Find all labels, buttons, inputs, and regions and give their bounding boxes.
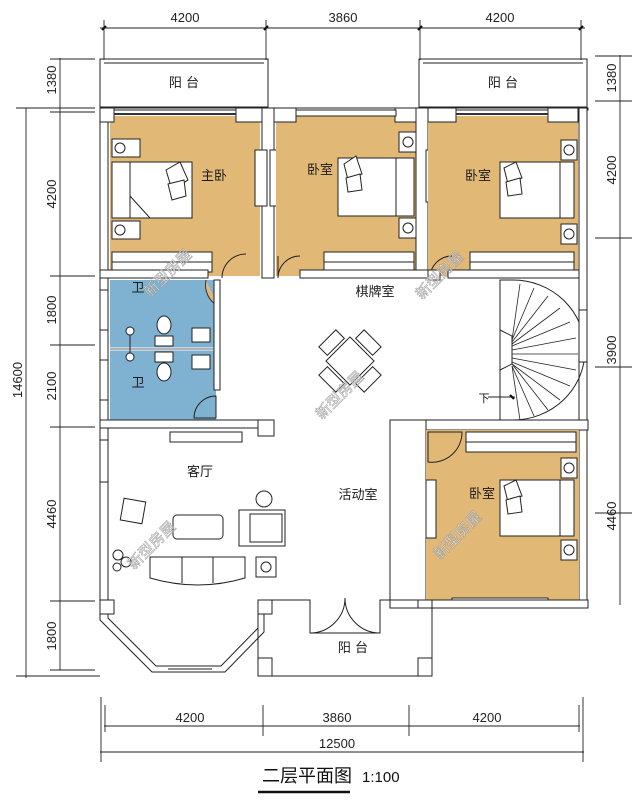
dim-left-1: 1380 bbox=[44, 66, 59, 95]
activity-room-label: 活动室 bbox=[338, 487, 377, 503]
bathrooms: 卫 卫 bbox=[99, 279, 219, 426]
living-room: 客厅 bbox=[99, 431, 286, 673]
master-bedroom-label: 主卧 bbox=[201, 169, 227, 184]
balcony-top-left-label: 阳 台 bbox=[169, 76, 199, 91]
bathroom-1-label: 卫 bbox=[131, 281, 144, 296]
dim-left-2: 4200 bbox=[44, 180, 59, 209]
drawing-scale: 1:100 bbox=[362, 769, 400, 786]
top-dimension-chain: 4200 3860 4200 bbox=[100, 10, 585, 60]
card-room-label: 棋牌室 bbox=[355, 284, 394, 300]
balcony-top-right-label: 阳 台 bbox=[488, 76, 518, 91]
bedroom-2-label: 卧室 bbox=[307, 162, 333, 178]
bottom-dimension-chain: 4200 3860 4200 12500 bbox=[100, 697, 584, 762]
bedroom-4: 卧室 bbox=[425, 430, 579, 605]
bathroom-2-label: 卫 bbox=[131, 376, 144, 391]
activity-room: 活动室 bbox=[338, 487, 377, 503]
dim-left-3: 1800 bbox=[44, 296, 59, 325]
card-room: 棋牌室 bbox=[318, 284, 395, 393]
dim-left-4: 2100 bbox=[44, 372, 59, 401]
balcony-top-right: 阳 台 bbox=[418, 58, 588, 108]
dim-top-1: 4200 bbox=[171, 10, 200, 25]
stair-direction-label: 下 bbox=[479, 392, 490, 405]
master-bedroom: 主卧 bbox=[99, 107, 265, 279]
dim-right-1: 1380 bbox=[604, 64, 619, 93]
dim-right-3: 3900 bbox=[604, 336, 619, 365]
dim-right-4: 4460 bbox=[604, 502, 619, 531]
bedroom-2: 卧室 bbox=[273, 107, 420, 279]
right-dimension-chain: 1380 4200 3900 4460 bbox=[595, 55, 632, 605]
balcony-bottom-label: 阳 台 bbox=[338, 641, 368, 656]
plant-icon bbox=[112, 549, 132, 572]
dim-top-2: 3860 bbox=[329, 10, 358, 25]
bedroom-4-label: 卧室 bbox=[469, 486, 495, 502]
balcony-top-left: 阳 台 bbox=[99, 58, 269, 108]
dim-left-total: 14600 bbox=[10, 362, 25, 398]
dim-top-3: 4200 bbox=[486, 10, 515, 25]
card-table bbox=[318, 329, 382, 393]
dim-bottom-1: 4200 bbox=[176, 710, 205, 725]
left-dimension-chain: 1380 4200 1800 2100 4460 1800 14600 bbox=[10, 58, 100, 678]
drawing-title: 二层平面图 1:100 bbox=[258, 766, 400, 794]
spiral-stair: 下 bbox=[427, 269, 588, 421]
living-room-label: 客厅 bbox=[187, 464, 213, 480]
dim-bottom-2: 3860 bbox=[323, 710, 352, 725]
bedroom-3: 卧室 bbox=[427, 107, 579, 279]
dim-right-2: 4200 bbox=[604, 156, 619, 185]
balcony-bottom: 阳 台 bbox=[257, 597, 433, 677]
dim-bottom-total: 12500 bbox=[319, 736, 355, 751]
dim-left-5: 4460 bbox=[44, 500, 59, 529]
dim-bottom-3: 4200 bbox=[473, 710, 502, 725]
drawing-title-label: 二层平面图 bbox=[262, 766, 352, 787]
bedroom-3-label: 卧室 bbox=[465, 168, 491, 184]
dim-left-6: 1800 bbox=[44, 622, 59, 651]
